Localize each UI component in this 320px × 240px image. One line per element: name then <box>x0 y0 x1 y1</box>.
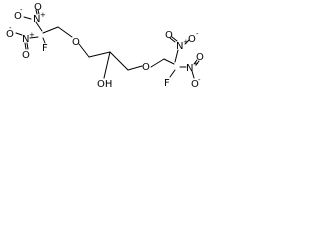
molecule-diagram: O N + O - N + O - O F O OH O O N + O - N… <box>6 2 204 90</box>
charge-plus-top-right: + <box>183 38 189 46</box>
bond-o-right-ch2 <box>150 58 165 68</box>
bond-choh-oh <box>103 51 111 79</box>
bond-ch2-c2 <box>163 58 175 65</box>
bond-c1-n-left <box>29 36 39 39</box>
bond-ch2-o-left <box>57 26 73 38</box>
atom-n-top-left: N <box>33 14 40 25</box>
charge-minus-left: - <box>9 24 12 32</box>
charge-minus-bottom-right: - <box>198 76 201 84</box>
charge-plus-right: + <box>193 60 199 68</box>
atom-o-top-right: O <box>165 30 173 41</box>
bond-c1-n-top <box>35 21 43 32</box>
bond-o-left-ch2 <box>78 43 90 58</box>
bond-ch2-choh <box>88 51 111 58</box>
charge-minus-top-left: - <box>20 6 23 14</box>
atom-n-right: N <box>186 63 193 74</box>
bond-n-right-o <box>193 59 198 65</box>
atom-f-right: F <box>164 78 170 89</box>
bond-n-left-o-2 <box>26 42 29 50</box>
charge-minus-top-right: - <box>196 30 199 38</box>
bond-n-top-ominus <box>23 16 32 20</box>
bond-ch2-o-right <box>127 65 143 71</box>
structure-canvas: O N + O - N + O - O F O OH O O N + O - N… <box>0 0 205 107</box>
atom-ominus-top-right: O <box>188 34 196 45</box>
atom-ominus-left: O <box>6 29 14 40</box>
charge-plus-left: + <box>29 31 35 39</box>
atom-n-left: N <box>22 34 29 45</box>
atom-o-right: O <box>196 52 204 63</box>
bond-n-top-o-2 <box>37 9 40 15</box>
atom-f-left: F <box>42 43 48 54</box>
bond-choh-ch2-right <box>109 51 129 71</box>
atom-o-left-bottom: O <box>22 50 30 61</box>
charge-plus-top-left: + <box>40 11 46 19</box>
atom-hydroxyl: OH <box>97 79 112 90</box>
bond-n-left-ominus <box>15 32 23 36</box>
atom-n-top-right: N <box>176 41 183 52</box>
bond-c1-ch2 <box>42 26 59 34</box>
atom-o-top-left: O <box>34 2 42 13</box>
bond-n-right-o-2 <box>195 60 200 66</box>
bond-n-top-r-o-2 <box>171 36 178 42</box>
bond-c2-n-top <box>174 49 179 63</box>
bond-n-top-r-ominus <box>184 39 190 45</box>
bond-c2-f <box>169 69 176 78</box>
bond-n-top-o <box>35 9 38 15</box>
atom-o-ether-left: O <box>72 37 80 48</box>
bond-c1-f <box>42 37 46 44</box>
atom-o-ether-right: O <box>142 62 150 73</box>
atom-ominus-top-left: O <box>14 11 22 22</box>
bond-n-left-o <box>24 42 27 50</box>
bond-n-top-r-o <box>169 37 176 43</box>
atom-ominus-bottom-right: O <box>191 79 199 90</box>
bond-n-right-ominus <box>191 70 195 79</box>
